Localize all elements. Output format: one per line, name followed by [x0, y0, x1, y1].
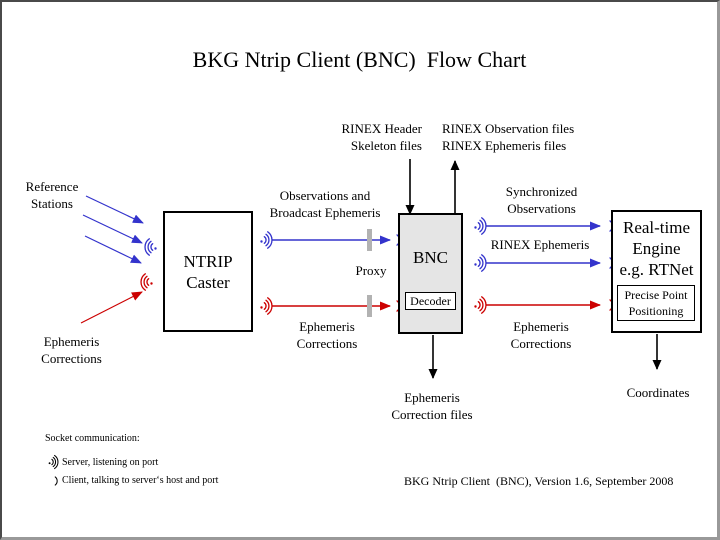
page-title: BKG Ntrip Client (BNC) Flow Chart — [192, 47, 527, 72]
label-ephemeris-corrections-bnc-engine: Ephemeris Corrections — [510, 319, 572, 351]
server-socket-icon — [473, 217, 487, 235]
ntrip-caster-label: NTRIP Caster — [183, 251, 233, 292]
label-ephemeris-corrections-caster-bnc: Ephemeris Corrections — [296, 319, 358, 351]
arrow-reference-station-3 — [84, 235, 142, 264]
legend-client-label: Client, talking to server‘s host and por… — [62, 475, 219, 486]
arrow-reference-station-2 — [82, 214, 143, 244]
legend-server-label: Server, listening on port — [62, 457, 159, 468]
label-rinex-output-files: RINEX Observation files RINEX Ephemeris … — [442, 121, 575, 153]
label-rinex-ephemeris: RINEX Ephemeris — [490, 237, 590, 252]
arrow-reference-station-1 — [85, 195, 144, 224]
label-synchronized-observations: Synchronized Observations — [505, 184, 578, 216]
client-socket-icon — [54, 476, 58, 486]
label-coordinates: Coordinates — [626, 385, 690, 400]
legend-title: Socket communication: — [45, 433, 140, 444]
server-socket-icon — [140, 273, 154, 291]
node-precise-point-positioning: Precise Point Positioning — [617, 285, 695, 321]
ppp-label: Precise Point Positioning — [624, 288, 688, 318]
label-proxy: Proxy — [355, 263, 387, 278]
label-ephemeris-corrections-input: Ephemeris Corrections — [41, 334, 102, 366]
proxy-bar — [367, 229, 372, 251]
server-socket-icon — [144, 238, 158, 256]
version-note: BKG Ntrip Client (BNC), Version 1.6, Sep… — [404, 474, 674, 488]
arrow-ephemeris-corrections-input — [80, 291, 143, 324]
server-socket-icon — [259, 231, 273, 249]
bnc-label: BNC — [413, 248, 448, 267]
node-realtime-engine: Real-time Engine e.g. RTNet Precise Poin… — [611, 210, 702, 333]
node-bnc: BNC Decoder — [398, 213, 463, 334]
proxy-bar — [367, 295, 372, 317]
server-socket-icon — [259, 297, 273, 315]
node-decoder: Decoder — [405, 292, 456, 310]
server-socket-icon — [473, 296, 487, 314]
decoder-label: Decoder — [410, 293, 451, 308]
label-observations-broadcast: Observations and Broadcast Ephemeris — [269, 188, 381, 220]
server-socket-icon — [48, 454, 59, 470]
label-reference-stations: Reference Stations — [25, 179, 79, 211]
realtime-engine-label: Real-time Engine e.g. RTNet — [619, 218, 694, 279]
label-rinex-header-skeleton: RINEX Header Skeleton files — [341, 121, 423, 153]
label-ephemeris-correction-files: Ephemeris Correction files — [391, 390, 473, 422]
node-ntrip-caster: NTRIP Caster — [163, 211, 253, 332]
server-socket-icon — [473, 254, 487, 272]
